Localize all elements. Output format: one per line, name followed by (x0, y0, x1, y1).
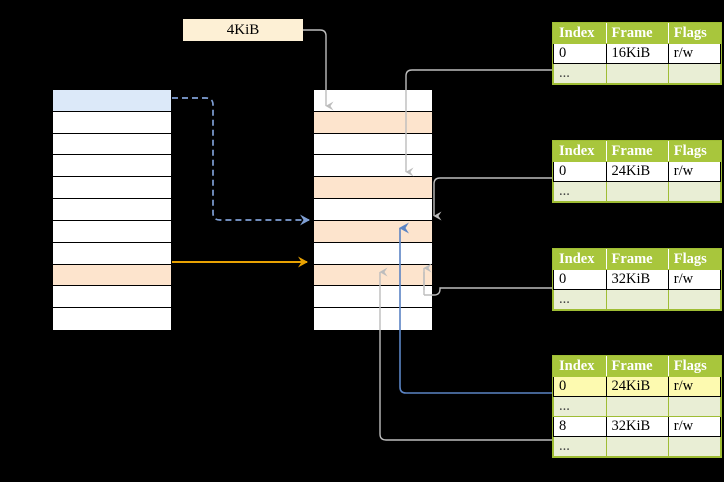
page-table-level-2-header-flags: Flags (667, 141, 722, 162)
connector-physical-to-table3-path (423, 272, 552, 296)
page-table-level-4-cell-0-0: 0 (553, 376, 607, 397)
virtual-row-row-7 (53, 242, 171, 265)
connector-virtual0-to-physical6 (172, 97, 310, 226)
page-table-level-4-cell-0-2: r/w (667, 376, 722, 397)
virtual-row-row-6 (53, 220, 171, 243)
physical-row-row-3 (314, 155, 432, 178)
page-table-level-3-cell-0-0: 0 (553, 269, 607, 290)
page-table-level-4-cell-3-1 (605, 436, 669, 457)
page-table-level-2-header-index: Index (553, 141, 607, 162)
virtual-row-row-5 (53, 199, 171, 221)
virtual-row-row-1 (53, 111, 171, 134)
page-table-level-2-cell-1-2 (667, 181, 722, 202)
physical-row-row-1 (314, 111, 432, 134)
page-table-level-2-cell-0-0: 0 (553, 161, 607, 182)
page-size-label: 4KiB (183, 19, 303, 41)
page-table-level-2-cell-0-2: r/w (667, 161, 722, 182)
page-table-level-1-cell-1-0: ... (553, 63, 607, 84)
page-table-level-3-cell-1-0: ... (553, 289, 607, 310)
page-table-level-3-cell-1-1 (605, 289, 669, 310)
physical-row-row-4 (314, 177, 432, 200)
virtual-row-row-10 (53, 308, 171, 330)
virtual-row-row-3 (53, 155, 171, 178)
page-table-level-2-header-frame: Frame (605, 141, 669, 162)
page-table-level-2-cell-0-1: 24KiB (605, 161, 669, 182)
page-table-level-2-row-1: ... (553, 181, 722, 202)
page-table-level-1-cell-0-1: 16KiB (605, 43, 669, 64)
page-table-level-1-row-1: ... (553, 63, 722, 84)
physical-row-row-9 (314, 286, 432, 309)
page-table-level-1-cell-0-0: 0 (553, 43, 607, 64)
page-table-level-2-cell-1-0: ... (553, 181, 607, 202)
physical-row-row-10 (314, 308, 432, 330)
page-table-level-4-cell-3-2 (667, 436, 722, 457)
page-table-level-1-header-frame: Frame (605, 23, 669, 44)
page-table-level-3-cell-0-2: r/w (667, 269, 722, 290)
page-table-level-3-cell-1-2 (667, 289, 722, 310)
page-table-level-1-header-flags: Flags (667, 23, 722, 44)
page-table-level-4-cell-1-1 (605, 396, 669, 417)
page-table-level-4-header-flags: Flags (667, 356, 722, 377)
page-table-level-3-header-frame: Frame (605, 249, 669, 270)
virtual-row-row-4 (53, 177, 171, 200)
page-table-level-1-cell-0-2: r/w (667, 43, 722, 64)
physical-row-row-6 (314, 220, 432, 243)
page-table-level-1-cell-1-1 (605, 63, 669, 84)
page-table-level-3-header-flags: Flags (667, 249, 722, 270)
page-table-level-1-header-index: Index (553, 23, 607, 44)
physical-row-row-0 (314, 90, 432, 112)
page-table-level-4-row-3: ... (553, 436, 722, 457)
virtual-address-table (52, 89, 172, 331)
page-table-level-4-header-index: Index (553, 356, 607, 377)
physical-memory-table (313, 89, 433, 331)
virtual-row-row-2 (53, 133, 171, 156)
page-table-level-4-cell-0-1: 24KiB (605, 376, 669, 397)
page-table-level-4-cell-2-1: 32KiB (605, 416, 669, 437)
physical-row-row-8 (314, 264, 432, 287)
page-table-level-4-cell-2-2: r/w (667, 416, 722, 437)
physical-row-row-7 (314, 242, 432, 265)
page-table-level-4-row-1: ... (553, 396, 722, 417)
page-table-level-4-cell-3-0: ... (553, 436, 607, 457)
virtual-row-row-9 (53, 286, 171, 309)
page-table-level-4-cell-1-2 (667, 396, 722, 417)
physical-row-row-5 (314, 199, 432, 221)
page-table-level-4-header-frame: Frame (605, 356, 669, 377)
virtual-row-row-0 (53, 90, 171, 112)
connector-table2-to-physical (433, 177, 552, 221)
virtual-row-row-8 (53, 264, 171, 287)
physical-row-row-2 (314, 133, 432, 156)
page-table-level-3-header-index: Index (553, 249, 607, 270)
page-table-level-3-cell-0-1: 32KiB (605, 269, 669, 290)
page-table-level-4-cell-1-0: ... (553, 396, 607, 417)
page-table-level-1-cell-1-2 (667, 63, 722, 84)
page-table-level-4-cell-2-0: 8 (553, 416, 607, 437)
page-table-level-3-row-1: ... (553, 289, 722, 310)
page-table-level-2-cell-1-1 (605, 181, 669, 202)
